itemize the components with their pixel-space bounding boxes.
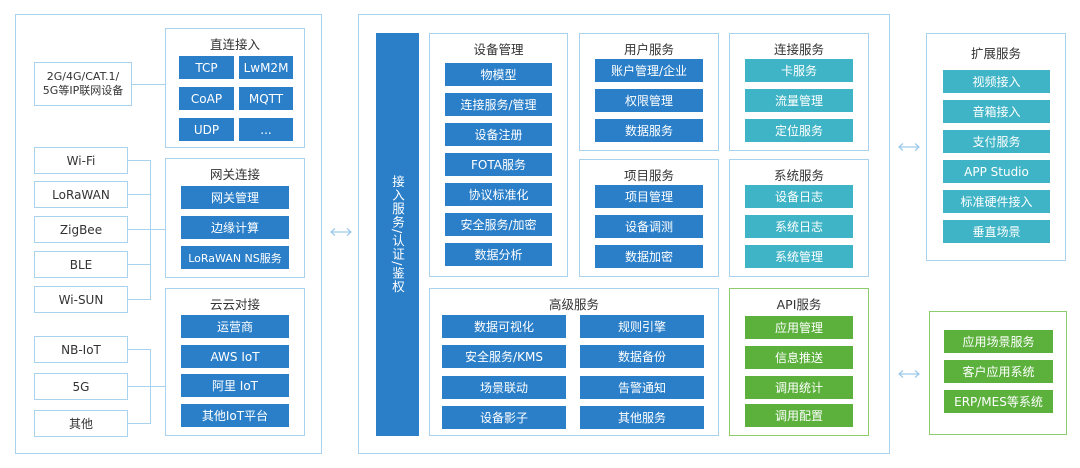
account-management[interactable]: 账户管理/企业 — [595, 59, 703, 82]
other-services[interactable]: 其他服务 — [580, 406, 704, 429]
api-service-title: API服务 — [776, 297, 822, 312]
erp-mes-systems[interactable]: ERP/MES等系统 — [944, 390, 1053, 413]
device-registration[interactable]: 设备注册 — [445, 123, 552, 146]
payment-service[interactable]: 支付服务 — [943, 130, 1050, 153]
gateway-connector — [128, 194, 150, 195]
direct-access-title: 直连接入 — [209, 37, 260, 52]
gateway-connector — [128, 229, 150, 230]
application-scenario-service[interactable]: 应用场景服务 — [944, 330, 1053, 353]
protocol-mqtt[interactable]: MQTT — [239, 87, 293, 110]
protocol-zigbee: ZigBee — [34, 216, 128, 243]
protocol-tcp[interactable]: TCP — [179, 56, 234, 79]
data-analysis[interactable]: 数据分析 — [445, 243, 552, 266]
protocol-wisun: Wi-SUN — [34, 286, 128, 313]
fota-service[interactable]: FOTA服务 — [445, 153, 552, 176]
source-other: 其他 — [34, 410, 128, 437]
gateway-connector — [128, 264, 150, 265]
cellular-device-label: 2G/4G/CAT.1/ 5G等IP联网设备 — [42, 70, 124, 97]
app-studio[interactable]: APP Studio — [943, 160, 1050, 183]
data-encryption[interactable]: 数据加密 — [595, 245, 703, 268]
security-kms[interactable]: 安全服务/KMS — [442, 345, 566, 368]
cloud-connector — [150, 386, 165, 387]
system-management[interactable]: 系统管理 — [745, 245, 853, 268]
access-auth-bar: 接入服务/认证/鉴权 — [376, 33, 419, 436]
cloud-connector — [128, 386, 150, 387]
call-statistics[interactable]: 调用统计 — [745, 376, 853, 399]
user-service-title: 用户服务 — [623, 42, 674, 57]
data-service[interactable]: 数据服务 — [595, 119, 703, 142]
security-encryption[interactable]: 安全服务/加密 — [445, 213, 552, 236]
device-debugging[interactable]: 设备调测 — [595, 215, 703, 238]
project-service-title: 项目服务 — [623, 168, 674, 183]
gateway-connector — [128, 299, 150, 300]
gateway-connector — [150, 160, 151, 300]
edge-computing[interactable]: 边缘计算 — [181, 216, 289, 239]
system-log[interactable]: 系统日志 — [745, 215, 853, 238]
cellular-connector — [132, 84, 165, 85]
location-service[interactable]: 定位服务 — [745, 119, 853, 142]
protocol-lorawan: LoRaWAN — [34, 181, 128, 208]
speaker-access[interactable]: 音箱接入 — [943, 100, 1050, 123]
alarm-notification[interactable]: 告警通知 — [580, 376, 704, 399]
connection-management[interactable]: 连接服务/管理 — [445, 93, 552, 116]
bidirectional-arrow-icon — [898, 370, 920, 378]
advanced-service-title: 高级服务 — [548, 297, 599, 312]
cloud-connector — [128, 423, 150, 424]
cloud-connector — [128, 349, 150, 350]
protocol-coap[interactable]: CoAP — [179, 87, 234, 110]
protocol-udp[interactable]: UDP — [179, 118, 234, 141]
system-service-title: 系统服务 — [773, 168, 824, 183]
traffic-management[interactable]: 流量管理 — [745, 89, 853, 112]
thing-model[interactable]: 物模型 — [445, 63, 552, 86]
standard-hardware-access[interactable]: 标准硬件接入 — [943, 190, 1050, 213]
device-shadow[interactable]: 设备影子 — [442, 406, 566, 429]
source-5g: 5G — [34, 373, 128, 400]
scene-linkage[interactable]: 场景联动 — [442, 376, 566, 399]
cloud-other-platform[interactable]: 其他IoT平台 — [181, 404, 289, 427]
device-management-title: 设备管理 — [473, 42, 524, 57]
rule-engine[interactable]: 规则引擎 — [580, 315, 704, 338]
lorawan-ns-service[interactable]: LoRaWAN NS服务 — [181, 246, 289, 269]
cloud-carrier[interactable]: 运营商 — [181, 315, 289, 338]
call-configuration[interactable]: 调用配置 — [745, 404, 853, 427]
protocol-lwm2m[interactable]: LwM2M — [239, 56, 293, 79]
gateway-title: 网关连接 — [209, 167, 260, 182]
bidirectional-arrow-icon — [898, 143, 920, 151]
message-push[interactable]: 信息推送 — [745, 346, 853, 369]
access-auth-label: 接入服务/认证/鉴权 — [390, 175, 405, 294]
data-backup[interactable]: 数据备份 — [580, 345, 704, 368]
vertical-scenarios[interactable]: 垂直场景 — [943, 220, 1050, 243]
extension-service-title: 扩展服务 — [970, 46, 1021, 61]
customer-application-system[interactable]: 客户应用系统 — [944, 360, 1053, 383]
protocol-more[interactable]: ... — [239, 118, 293, 141]
cloud-aws-iot[interactable]: AWS IoT — [181, 345, 289, 368]
cellular-device-box: 2G/4G/CAT.1/ 5G等IP联网设备 — [34, 62, 132, 106]
application-management[interactable]: 应用管理 — [745, 316, 853, 339]
protocol-standardization[interactable]: 协议标准化 — [445, 183, 552, 206]
protocol-wifi: Wi-Fi — [34, 147, 128, 174]
card-service[interactable]: 卡服务 — [745, 59, 853, 82]
connection-service-title: 连接服务 — [773, 42, 824, 57]
source-nbiot: NB-IoT — [34, 336, 128, 363]
data-visualization[interactable]: 数据可视化 — [442, 315, 566, 338]
cloud-aliyun-iot[interactable]: 阿里 IoT — [181, 374, 289, 397]
device-log[interactable]: 设备日志 — [745, 185, 853, 208]
gateway-connector — [128, 160, 150, 161]
gateway-management[interactable]: 网关管理 — [181, 186, 289, 209]
video-access[interactable]: 视频接入 — [943, 70, 1050, 93]
bidirectional-arrow-icon — [330, 228, 352, 236]
protocol-ble: BLE — [34, 251, 128, 278]
permission-management[interactable]: 权限管理 — [595, 89, 703, 112]
gateway-connector — [150, 229, 165, 230]
project-management[interactable]: 项目管理 — [595, 185, 703, 208]
cloud-to-cloud-title: 云云对接 — [209, 297, 260, 312]
